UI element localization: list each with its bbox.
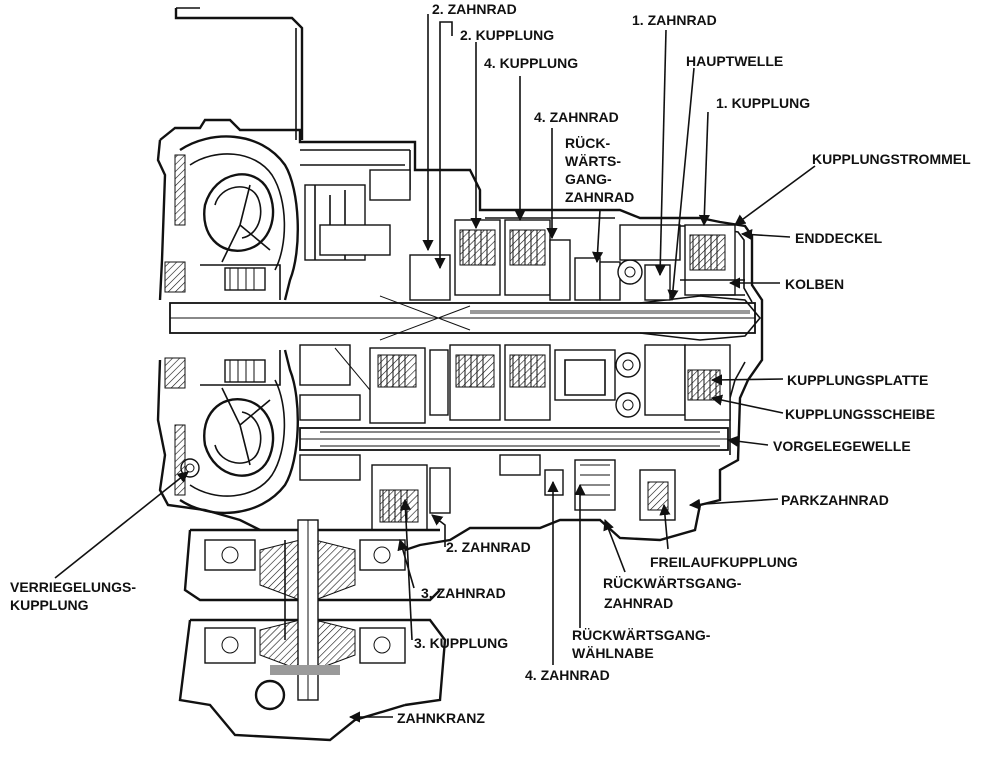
label-vorgelegewelle: VORGELEGEWELLE xyxy=(773,438,911,454)
label-4-zahnrad-top: 4. ZAHNRAD xyxy=(534,109,619,125)
label-hauptwelle: HAUPTWELLE xyxy=(686,53,783,69)
label-3-zahnrad: 3. ZAHNRAD xyxy=(421,585,506,601)
shift-linkage xyxy=(174,7,304,140)
upper-gear-cluster xyxy=(304,169,745,301)
differential-assembly xyxy=(178,519,447,742)
countershaft xyxy=(299,427,729,451)
leader-lines xyxy=(54,14,816,723)
label-rueckwaertsgang-zahnrad-line1: RÜCKWÄRTSGANG- xyxy=(603,575,742,591)
torque-converter xyxy=(174,135,299,515)
label-rueckwaerts-line4: ZAHNRAD xyxy=(565,189,634,205)
label-2-zahnrad-top: 2. ZAHNRAD xyxy=(432,1,517,17)
label-3-kupplung: 3. KUPPLUNG xyxy=(414,635,508,651)
label-1-zahnrad: 1. ZAHNRAD xyxy=(632,12,717,28)
label-kupplungstrommel: KUPPLUNGSTROMMEL xyxy=(812,151,971,167)
label-kupplungsplatte: KUPPLUNGSPLATTE xyxy=(787,372,928,388)
label-rueckwaerts-line2: WÄRTS- xyxy=(565,153,621,169)
transmission-drawing xyxy=(54,7,816,742)
label-freilaufkupplung: FREILAUFKUPPLUNG xyxy=(650,554,798,570)
label-enddeckel: ENDDECKEL xyxy=(795,230,883,246)
label-4-kupplung: 4. KUPPLUNG xyxy=(484,55,578,71)
label-rueckwaerts-line3: GANG- xyxy=(565,171,612,187)
label-1-kupplung: 1. KUPPLUNG xyxy=(716,95,810,111)
stator-hub xyxy=(164,261,281,389)
label-kolben: KOLBEN xyxy=(785,276,844,292)
label-rueckwaertsgang-zahnrad-line2: ZAHNRAD xyxy=(604,595,673,611)
callout-labels: 2. ZAHNRAD 2. KUPPLUNG 4. KUPPLUNG 4. ZA… xyxy=(10,1,971,726)
main-shaft xyxy=(169,295,762,341)
countershaft-lower-gears xyxy=(299,454,676,531)
label-zahnkranz: ZAHNKRANZ xyxy=(397,710,485,726)
label-4-zahnrad-bottom: 4. ZAHNRAD xyxy=(525,667,610,683)
label-parkzahnrad: PARKZAHNRAD xyxy=(781,492,889,508)
label-kupplungsscheibe: KUPPLUNGSSCHEIBE xyxy=(785,406,935,422)
label-rueckwaertsgang-waehlnabe-line2: WÄHLNABE xyxy=(572,645,654,661)
label-2-zahnrad-bottom: 2. ZAHNRAD xyxy=(446,539,531,555)
label-verriegelungs-line1: VERRIEGELUNGS- xyxy=(10,579,136,595)
label-rueckwaertsgang-waehlnabe-line1: RÜCKWÄRTSGANG- xyxy=(572,627,711,643)
label-2-kupplung: 2. KUPPLUNG xyxy=(460,27,554,43)
lower-gear-cluster xyxy=(299,344,731,424)
label-verriegelungs-line2: KUPPLUNG xyxy=(10,597,89,613)
label-rueckwaerts-line1: RÜCK- xyxy=(565,135,610,151)
